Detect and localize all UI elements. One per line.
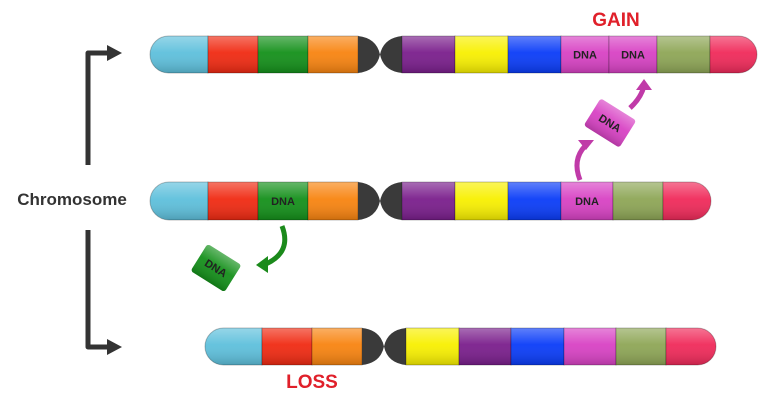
segment-dna-label: DNA [575, 196, 599, 208]
chromosome-segment [656, 35, 711, 74]
bracket-arrow-up [85, 50, 110, 165]
segment-dna-label: DNA [573, 50, 597, 62]
duplication-arrows [574, 79, 652, 181]
bracket-arrowhead-down-icon [107, 339, 122, 355]
chromosome-segment [307, 181, 359, 221]
chromosome-segment [311, 327, 363, 366]
chromosome-label: Chromosome [17, 190, 127, 209]
segment-dna-label: DNA [621, 50, 645, 62]
chromosome-segment [207, 181, 259, 221]
deletion-arrowhead-icon [256, 256, 268, 273]
chromosome-segment [510, 327, 565, 366]
chromosome-segment: DNA [560, 35, 610, 74]
chromosome-segment [612, 181, 664, 221]
chromosome-segment: DNA [608, 35, 658, 74]
chromosome-segment: DNA [257, 181, 309, 221]
chromosome-segment [709, 35, 758, 74]
deletion-arrow-curve [264, 225, 288, 267]
chromosome-segment [257, 35, 309, 74]
chromosome-segment [563, 327, 617, 366]
centromere [358, 182, 402, 220]
duplication-arrowhead-upper-icon [636, 79, 652, 90]
chromosome-segment [454, 35, 509, 74]
centromere [358, 36, 402, 73]
loss-label: LOSS [286, 372, 338, 393]
chromosome-segment [401, 181, 456, 221]
duplication-arrow-lower [574, 144, 587, 181]
chromosome-loss [204, 327, 717, 366]
chromosome-gain: DNA DNA [149, 35, 758, 74]
chromosome-original: DNA DNA [149, 181, 712, 221]
chromosome-segment [615, 327, 667, 366]
bracket-arrowhead-up-icon [107, 45, 122, 61]
chromosome-segment [149, 35, 209, 74]
chromosome-segment [458, 327, 512, 366]
chromosome-segment [405, 327, 460, 366]
deletion-arrow [256, 225, 288, 273]
duplication-arrowhead-lower-icon [578, 140, 594, 150]
chromosome-segment [401, 35, 456, 74]
chromosome-segment [665, 327, 717, 366]
chromosome-segment [207, 35, 259, 74]
chromosome-segment [204, 327, 263, 366]
chromosome-segment [507, 35, 562, 74]
chromosome-segment [261, 327, 313, 366]
chromosome-segment [507, 181, 562, 221]
segment-dna-label: DNA [271, 196, 295, 208]
chromosome-segment [662, 181, 712, 221]
deleted-dna-block: DNA [191, 244, 241, 292]
chromosome-segment [454, 181, 509, 221]
chromosome-segment [149, 181, 209, 221]
gain-label: GAIN [592, 10, 640, 31]
chromosome-segment: DNA [560, 181, 614, 221]
bracket-arrow-down [85, 230, 110, 350]
duplicated-dna-block: DNA [584, 99, 636, 147]
chromosome-segment [307, 35, 359, 74]
bracket-arrows [85, 45, 122, 355]
centromere [362, 328, 406, 365]
